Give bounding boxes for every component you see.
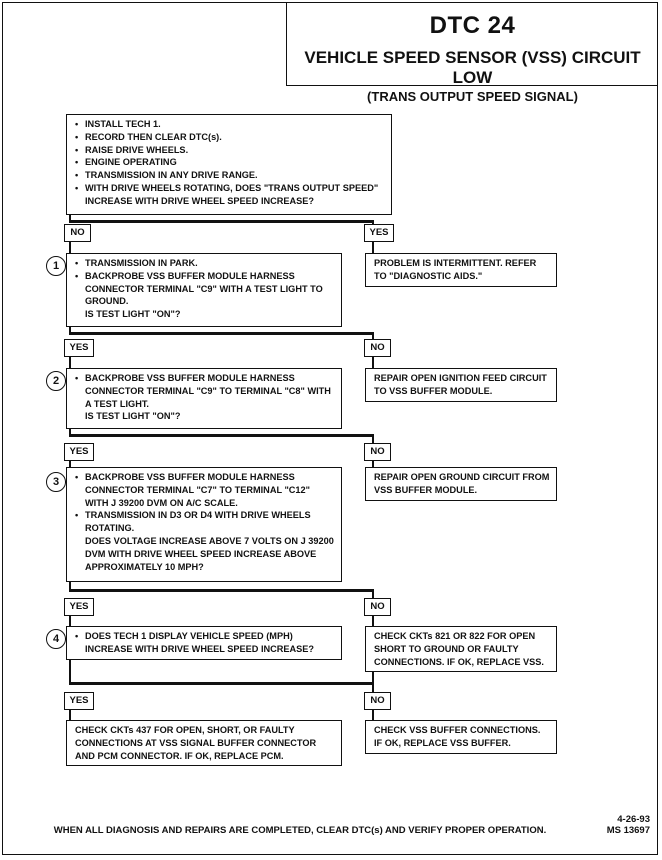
step0-item: RECORD THEN CLEAR DTC(s). [75,131,385,144]
step2-box: BACKPROBE VSS BUFFER MODULE HARNESS CONN… [66,368,342,429]
step3-box: BACKPROBE VSS BUFFER MODULE HARNESS CONN… [66,467,342,582]
page-title: DTC 24 [429,12,516,39]
step1-item: BACKPROBE VSS BUFFER MODULE HARNESS CONN… [75,270,335,308]
yes-label: YES [364,224,394,242]
yes-label: YES [64,443,94,461]
step3-item: BACKPROBE VSS BUFFER MODULE HARNESS CONN… [75,471,335,509]
step1-box: TRANSMISSION IN PARK. BACKPROBE VSS BUFF… [66,253,342,327]
step-number-4: 4 [46,629,66,649]
step4-box: DOES TECH 1 DISPLAY VEHICLE SPEED (MPH) … [66,626,342,660]
step0-item: RAISE DRIVE WHEELS. [75,144,385,157]
page-subtitle-detail: (TRANS OUTPUT SPEED SIGNAL) [367,89,578,104]
step-number-2: 2 [46,371,66,391]
no-label: NO [64,224,91,242]
step2-item: BACKPROBE VSS BUFFER MODULE HARNESS CONN… [75,372,335,410]
document-reference: 4-26-93 MS 13697 [607,814,650,836]
result-intermittent: PROBLEM IS INTERMITTENT. REFER TO "DIAGN… [365,253,557,287]
step0-item: ENGINE OPERATING [75,156,385,169]
step3-question: DOES VOLTAGE INCREASE ABOVE 7 VOLTS ON J… [85,535,334,572]
result-ignition: REPAIR OPEN IGNITION FEED CIRCUIT TO VSS… [365,368,557,402]
doc-ms-number: MS 13697 [606,825,650,836]
step-number-3: 3 [46,472,66,492]
yes-label: YES [64,339,94,357]
yes-label: YES [64,598,94,616]
result-ckt821: CHECK CKTs 821 OR 822 FOR OPEN SHORT TO … [365,626,557,672]
title-block: DTC 24 VEHICLE SPEED SENSOR (VSS) CIRCUI… [286,2,658,104]
yes-label: YES [64,692,94,710]
result-ground: REPAIR OPEN GROUND CIRCUIT FROM VSS BUFF… [365,467,557,501]
step1-question: IS TEST LIGHT "ON"? [85,309,181,320]
no-label: NO [364,692,391,710]
no-label: NO [364,443,391,461]
step3-item: TRANSMISSION IN D3 OR D4 WITH DRIVE WHEE… [75,509,335,535]
step4-item: DOES TECH 1 DISPLAY VEHICLE SPEED (MPH) … [75,630,335,656]
step0-item: TRANSMISSION IN ANY DRIVE RANGE. [75,169,385,182]
no-label: NO [364,339,391,357]
result-buffer: CHECK VSS BUFFER CONNECTIONS. IF OK, REP… [365,720,557,754]
step0-item: WITH DRIVE WHEELS ROTATING, DOES "TRANS … [75,182,385,208]
step2-question: IS TEST LIGHT "ON"? [85,411,181,422]
doc-date: 4-26-93 [617,814,650,825]
step0-item: INSTALL TECH 1. [75,118,385,131]
no-label: NO [364,598,391,616]
result-ckt437: CHECK CKTs 437 FOR OPEN, SHORT, OR FAULT… [66,720,342,766]
footer-note: WHEN ALL DIAGNOSIS AND REPAIRS ARE COMPL… [53,825,547,836]
step-number-1: 1 [46,256,66,276]
step1-item: TRANSMISSION IN PARK. [75,257,335,270]
step0-box: INSTALL TECH 1. RECORD THEN CLEAR DTC(s)… [66,114,392,215]
page-subtitle: VEHICLE SPEED SENSOR (VSS) CIRCUIT LOW [304,48,641,87]
